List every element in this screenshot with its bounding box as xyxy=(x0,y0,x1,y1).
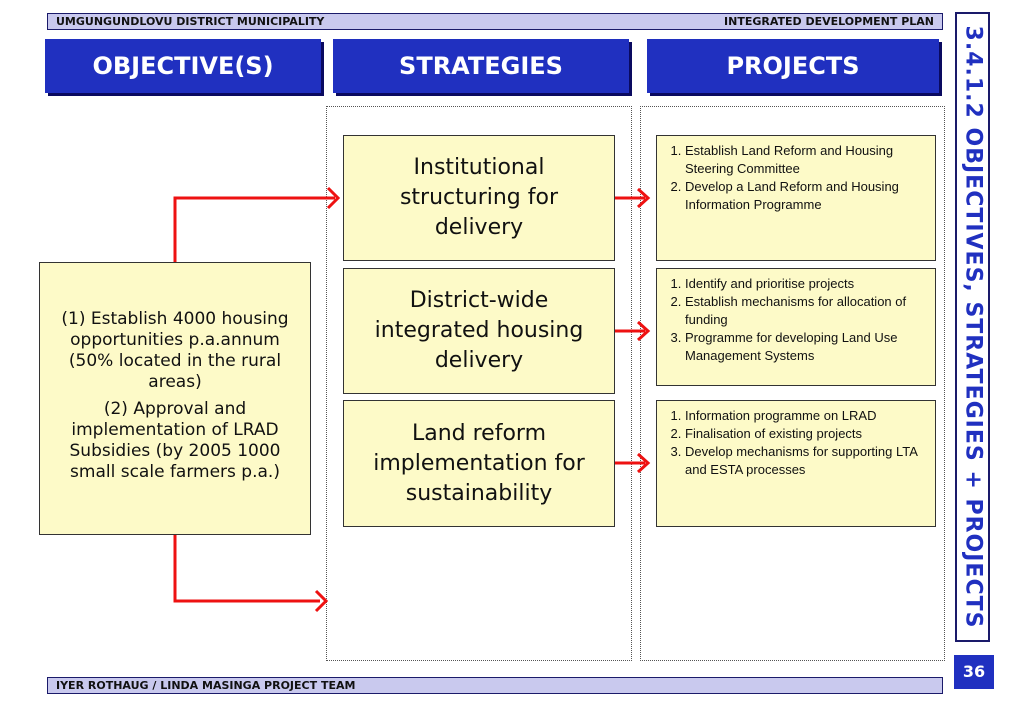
objective-down-connector xyxy=(173,535,320,603)
strategy-box-3: Land reform implementation for sustainab… xyxy=(343,400,615,527)
project-item: Programme for developing Land Use Manage… xyxy=(685,329,927,365)
project-item: Establish mechanisms for allocation of f… xyxy=(685,293,927,329)
document-name: INTEGRATED DEVELOPMENT PLAN xyxy=(724,15,934,28)
top-header-bar: UMGUNGUNDLOVU DISTRICT MUNICIPALITY INTE… xyxy=(47,13,943,30)
strategy-box-1: Institutional structuring for delivery xyxy=(343,135,615,261)
projects-box-2: Identify and prioritise projects Establi… xyxy=(656,268,936,386)
strategy-box-2: District-wide integrated housing deliver… xyxy=(343,268,615,394)
project-item: Identify and prioritise projects xyxy=(685,275,927,293)
projects-column-header: PROJECTS xyxy=(647,39,939,93)
project-item: Develop mechanisms for supporting LTA an… xyxy=(685,443,927,479)
arrowhead xyxy=(636,320,651,342)
arrowhead xyxy=(326,186,341,210)
section-title-text: 3.4.1.2 OBJECTIVES, STRATEGIES + PROJECT… xyxy=(960,25,985,629)
project-item: Information programme on LRAD xyxy=(685,407,927,425)
objective-text-2: (2) Approval and implementation of LRAD … xyxy=(69,398,281,482)
objective-box: (1) Establish 4000 housing opportunities… xyxy=(39,262,311,535)
section-title-vertical: 3.4.1.2 OBJECTIVES, STRATEGIES + PROJECT… xyxy=(955,12,990,642)
page-number: 36 xyxy=(954,655,994,689)
projects-box-3: Information programme on LRAD Finalisati… xyxy=(656,400,936,527)
objective-up-connector xyxy=(173,196,335,262)
municipality-name: UMGUNGUNDLOVU DISTRICT MUNICIPALITY xyxy=(56,15,325,28)
project-item: Develop a Land Reform and Housing Inform… xyxy=(685,178,927,214)
footer-bar: IYER ROTHAUG / LINDA MASINGA PROJECT TEA… xyxy=(47,677,943,694)
arrowhead xyxy=(314,589,329,613)
objective-text-1: (1) Establish 4000 housing opportunities… xyxy=(61,308,289,392)
projects-box-1: Establish Land Reform and Housing Steeri… xyxy=(656,135,936,261)
objectives-column-header: OBJECTIVE(S) xyxy=(45,39,321,93)
strategies-column-header: STRATEGIES xyxy=(333,39,629,93)
footer-text: IYER ROTHAUG / LINDA MASINGA PROJECT TEA… xyxy=(56,679,356,692)
project-item: Finalisation of existing projects xyxy=(685,425,927,443)
arrowhead xyxy=(636,452,651,474)
arrowhead xyxy=(636,187,651,209)
project-item: Establish Land Reform and Housing Steeri… xyxy=(685,142,927,178)
